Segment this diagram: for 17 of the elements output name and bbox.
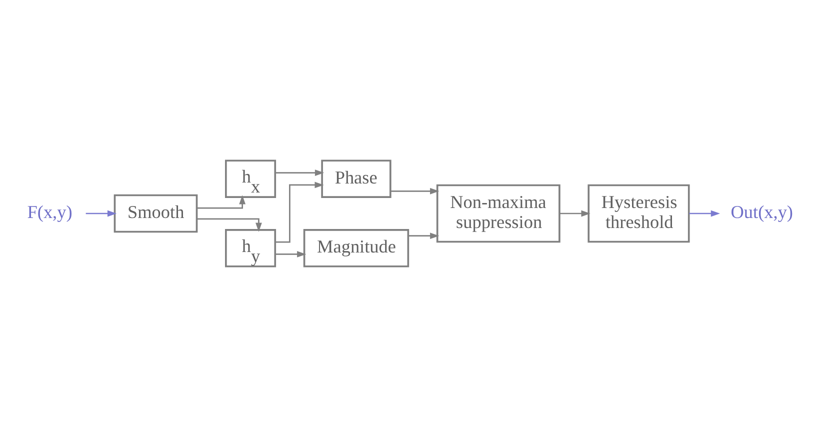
node-box: Phase [321,160,392,198]
node-box: Magnitude [303,229,410,268]
node-text: Out(x,y) [730,202,794,222]
arrow [275,251,306,258]
arrow [275,170,324,176]
node-text: F(x,y) [27,202,72,222]
arrow [197,195,246,209]
arrow [86,210,117,217]
arrow [197,218,262,232]
node-box: Smooth [114,194,198,233]
arrow [276,182,324,243]
node-box: Hysteresis threshold [588,184,690,243]
arrow [560,210,590,217]
arrow [408,232,440,240]
arrow [689,210,720,217]
arrow [390,188,440,194]
node-box: Non-maxima suppression [436,184,560,243]
